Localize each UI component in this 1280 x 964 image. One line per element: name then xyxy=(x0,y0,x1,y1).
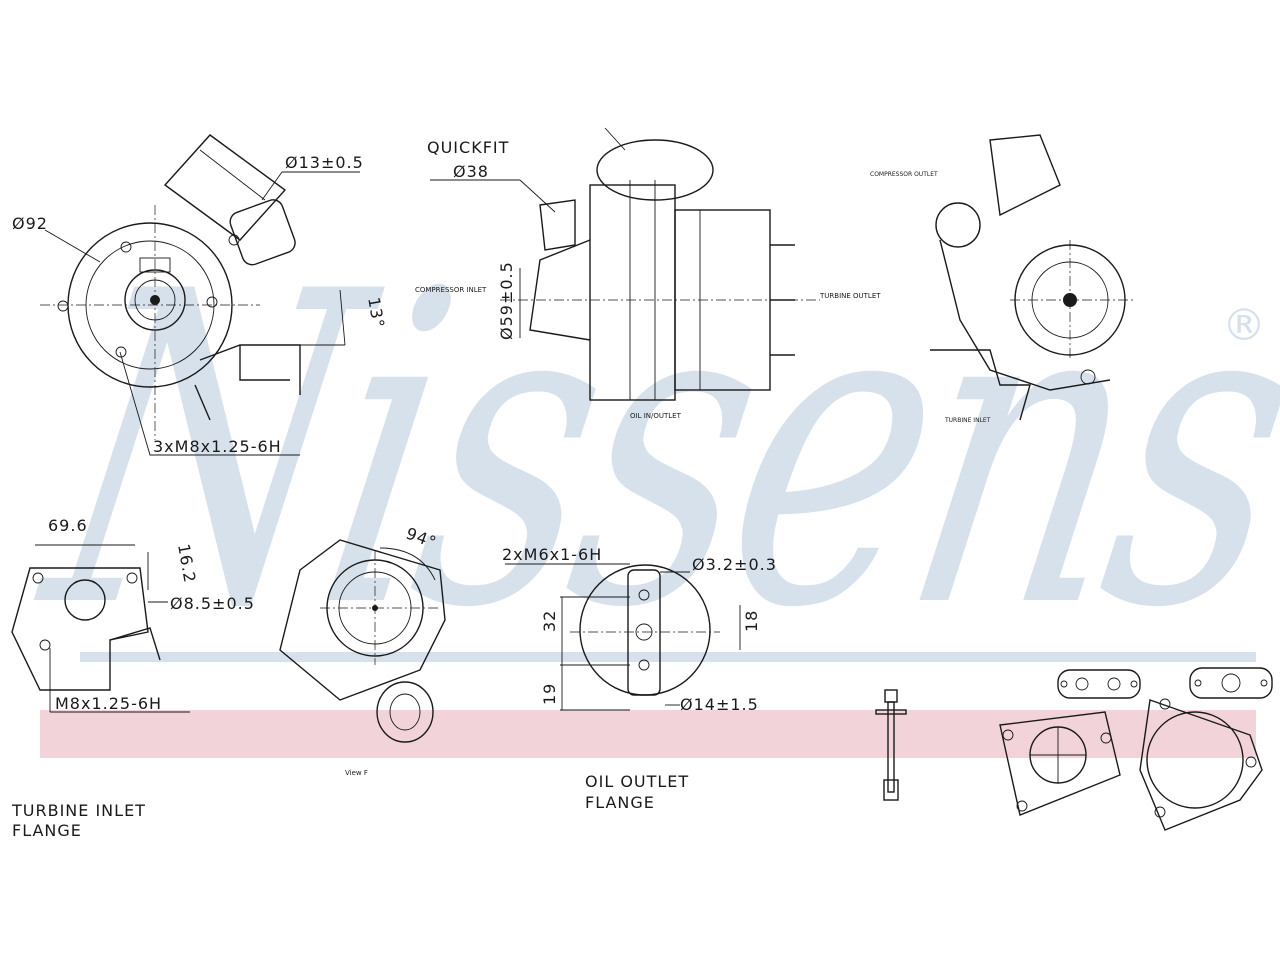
label-d32c: Ø3.2±0.3 xyxy=(692,555,777,574)
label-d13: Ø13±0.5 xyxy=(285,153,364,172)
compressor-front-view: Ø13±0.5 Ø92 13° 3xM8x1.25-6H xyxy=(12,134,388,456)
caption-turbine-inlet-flange-line2: FLANGE xyxy=(12,821,82,840)
label-quickfit: QUICKFIT xyxy=(427,138,509,157)
label-compressor-inlet: COMPRESSOR INLET xyxy=(415,286,487,294)
turbine-inlet-flange-view: 69.6 16.2 Ø8.5±0.5 M8x1.25-6H xyxy=(11,516,255,713)
label-d32: 32 xyxy=(540,610,559,632)
label-compressor-outlet: COMPRESSOR OUTLET xyxy=(870,171,938,178)
label-d18: 18 xyxy=(742,610,761,632)
captions: TURBINE INLET FLANGE OIL OUTLET FLANGE xyxy=(11,772,689,840)
caption-oil-outlet-flange-line1: OIL OUTLET xyxy=(585,772,689,791)
label-d59: Ø59±0.5 xyxy=(497,261,516,340)
oil-outlet-flange-view: 2xM6x1-6H Ø3.2±0.3 32 18 19 Ø14±1.5 xyxy=(502,545,777,714)
label-turbine-inlet-small: TURBINE INLET xyxy=(944,417,991,424)
watermark-stripe xyxy=(40,710,1256,758)
label-d85: Ø8.5±0.5 xyxy=(170,594,255,613)
caption-oil-outlet-flange-line2: FLANGE xyxy=(585,793,655,812)
label-thread-oil: 2xM6x1-6H xyxy=(502,545,602,564)
turbo-side-view: QUICKFIT Ø38 COMPRESSOR INLET Ø59±0.5 TU… xyxy=(415,127,881,420)
watermark-brand: Nissens xyxy=(12,202,1280,702)
label-view-f: View F xyxy=(345,769,368,777)
turbine-rear-view: COMPRESSOR OUTLET TURBINE INLET xyxy=(870,134,1135,424)
label-quickfit-size: Ø38 xyxy=(453,162,489,181)
label-d69: 69.6 xyxy=(48,516,88,535)
label-oil-inlet: OIL IN/OUTLET xyxy=(630,412,682,420)
label-d19: 19 xyxy=(540,683,559,705)
registered-mark: ® xyxy=(1222,300,1266,351)
label-d14: Ø14±1.5 xyxy=(680,695,759,714)
bolt-and-gaskets xyxy=(875,667,1273,831)
label-d92: Ø92 xyxy=(12,214,48,233)
watermark: Nissens ® xyxy=(12,202,1280,758)
watermark-underline xyxy=(80,652,1256,662)
label-thread-flange: M8x1.25-6H xyxy=(55,694,162,713)
caption-turbine-inlet-flange-line1: TURBINE INLET xyxy=(11,801,146,820)
label-turbine-outlet: TURBINE OUTLET xyxy=(819,292,881,300)
label-thread-front: 3xM8x1.25-6H xyxy=(153,437,282,456)
